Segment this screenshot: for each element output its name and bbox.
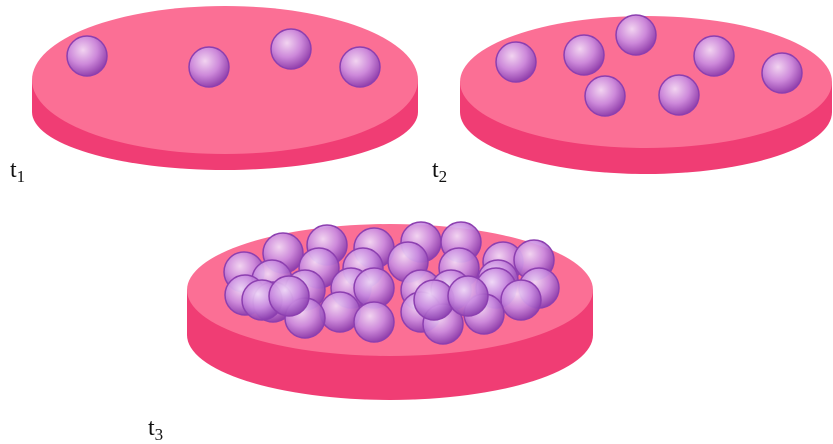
time-label-t3: t3 [148, 416, 163, 443]
cell [585, 76, 625, 116]
cell [762, 53, 802, 93]
cell [340, 47, 380, 87]
cell [269, 276, 309, 316]
time-label-t1: t1 [10, 158, 25, 185]
petri-dish-t1 [32, 6, 418, 170]
petri-dish-t2 [460, 15, 832, 174]
cell [189, 47, 229, 87]
cell [271, 29, 311, 69]
cell [448, 276, 488, 316]
cell [501, 280, 541, 320]
cell [659, 75, 699, 115]
cell [67, 36, 107, 76]
cell [354, 302, 394, 342]
time-label-t2: t2 [432, 158, 447, 185]
cell [496, 42, 536, 82]
petri-dish-t3 [187, 222, 593, 400]
cell [564, 35, 604, 75]
cell [616, 15, 656, 55]
cell [694, 36, 734, 76]
